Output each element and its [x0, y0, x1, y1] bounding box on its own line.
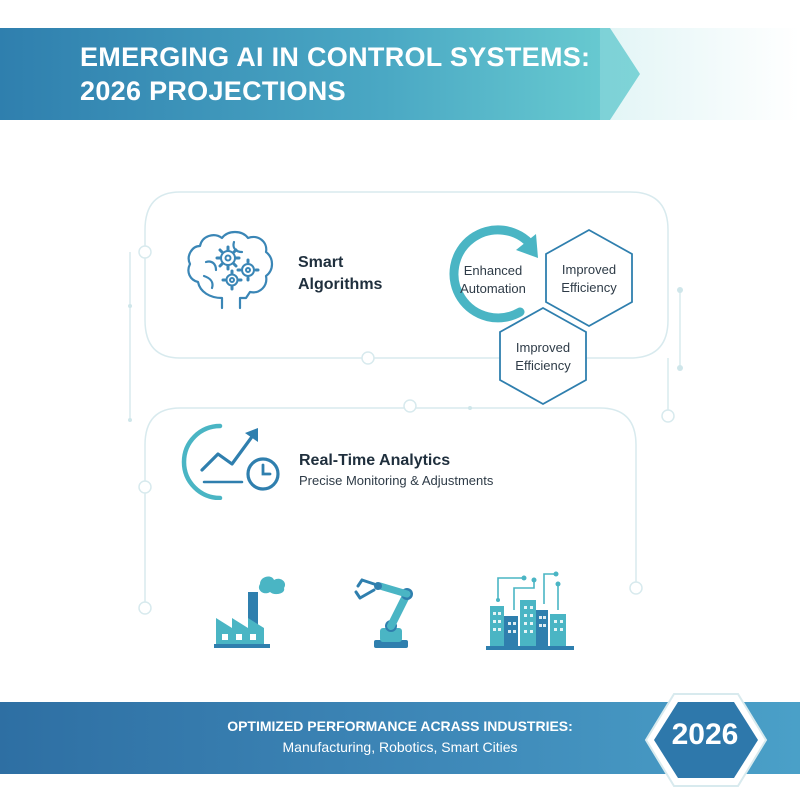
hexagon-1-line-1: Improved — [561, 262, 617, 277]
analytics-chart-icon — [181, 423, 280, 500]
hexagon-1-line-2: Efficiency — [561, 280, 617, 295]
hexagon-label-2: Improved Efficiency — [500, 339, 586, 375]
year-label: 2026 — [671, 718, 739, 751]
smart-algorithms-line-2: Algorithms — [298, 276, 383, 293]
header-banner — [0, 28, 640, 120]
footer-title: OPTIMIZED PERFORMANCE ACRASS INDUSTRIES: — [227, 718, 573, 734]
year-badge-hexagon — [644, 693, 768, 787]
cycle-arrow-icon — [449, 225, 538, 323]
hexagon-shape — [499, 306, 587, 406]
title-line-2: 2026 PROJECTIONS — [80, 76, 346, 106]
smart-algorithms-label: Smart Algorithms — [298, 252, 382, 296]
hexagon-2-line-1: Improved — [515, 340, 571, 355]
enhanced-automation-label: Enhanced Automation — [450, 262, 536, 298]
footer-subtitle: Manufacturing, Robotics, Smart Cities — [282, 739, 518, 755]
smart-algorithms-line-1: Smart — [298, 254, 344, 271]
header-fade — [600, 28, 800, 120]
factory-icon — [214, 576, 286, 648]
enhanced-line-2: Automation — [460, 281, 526, 296]
brain-gears-icon — [187, 230, 274, 310]
hexagon-2-line-2: Efficiency — [515, 358, 571, 373]
analytics-title: Real-Time Analytics — [299, 452, 451, 469]
analytics-subtitle: Precise Monitoring & Adjustments — [299, 473, 494, 488]
title-line-1: EMERGING AI IN CONTROL SYSTEMS: — [80, 42, 591, 72]
hexagon-shape — [545, 228, 633, 328]
robot-arm-icon — [354, 578, 413, 648]
smart-city-icon — [486, 571, 574, 650]
hexagon-label-1: Improved Efficiency — [546, 261, 632, 297]
enhanced-line-1: Enhanced — [463, 263, 523, 278]
page-title: EMERGING AI IN CONTROL SYSTEMS: 2026 PRO… — [80, 40, 600, 108]
